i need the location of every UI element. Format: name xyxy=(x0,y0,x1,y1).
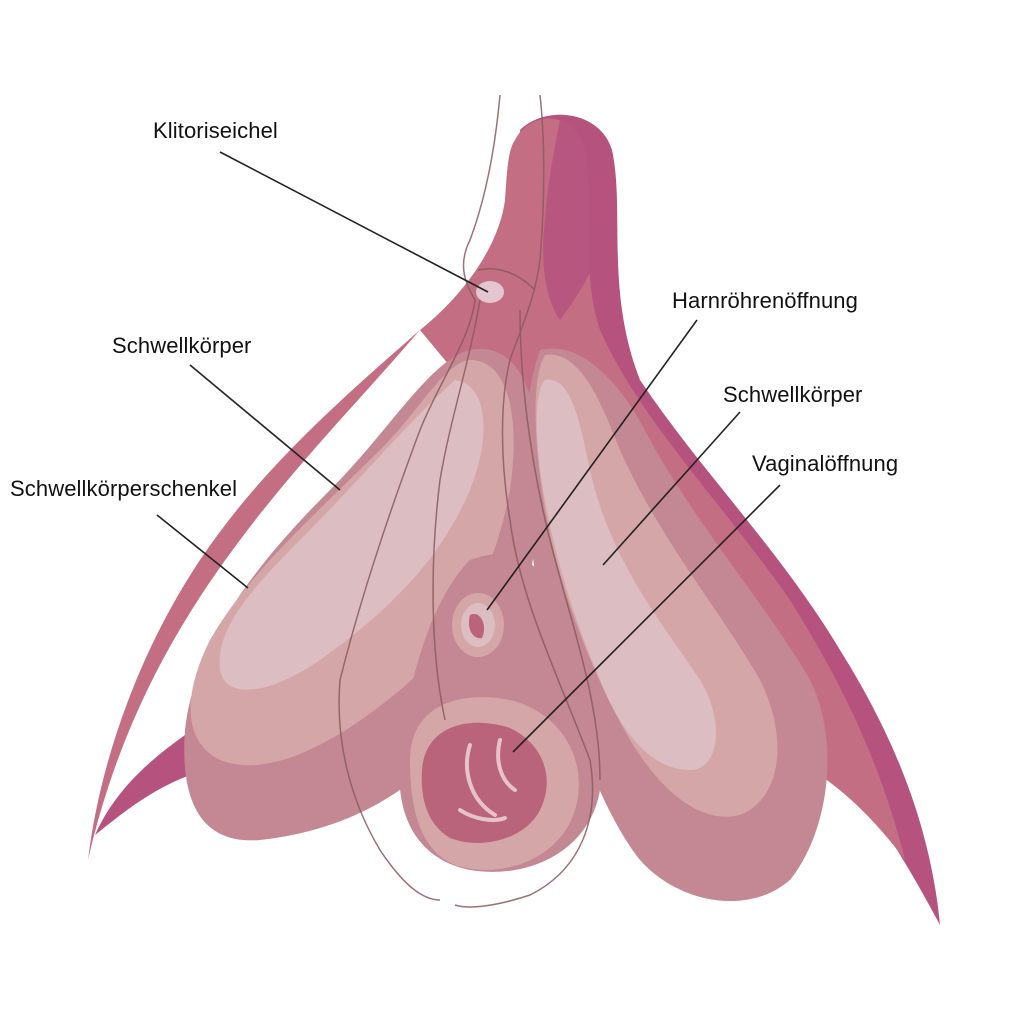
vaginal-opening xyxy=(410,697,579,870)
bulb-right-mid xyxy=(535,354,778,817)
clitoris-body xyxy=(88,114,940,926)
label-vaginaloeffnung: Vaginalöffnung xyxy=(752,451,899,476)
label-schwellkoerper-left: Schwellkörper xyxy=(112,333,252,358)
outline-strokes xyxy=(338,94,601,908)
leader-line-corpus-left xyxy=(189,364,341,491)
leader-line-urethra xyxy=(486,319,698,611)
crus-left-accent xyxy=(95,735,190,835)
bulb-right-light xyxy=(536,379,717,770)
leader-line-corpus-right xyxy=(602,411,741,566)
leader-lines xyxy=(156,151,781,753)
shaft-stripe xyxy=(543,119,612,320)
crus-left xyxy=(88,118,905,861)
leader-line-vagina xyxy=(512,484,781,753)
label-schwellkoerperschenkel: Schwellkörperschenkel xyxy=(10,476,238,501)
leader-line-crus xyxy=(156,514,249,589)
label-klitoriseichel: Klitoriseichel xyxy=(153,118,278,143)
bulb-left-light xyxy=(219,380,484,690)
urethral-opening xyxy=(452,593,504,657)
label-schwellkoerper-right: Schwellkörper xyxy=(723,382,863,407)
clitoral-glans xyxy=(476,281,504,303)
leader-line-glans xyxy=(219,151,489,293)
label-harnroehrenoeffnung: Harnröhrenöffnung xyxy=(672,288,858,313)
